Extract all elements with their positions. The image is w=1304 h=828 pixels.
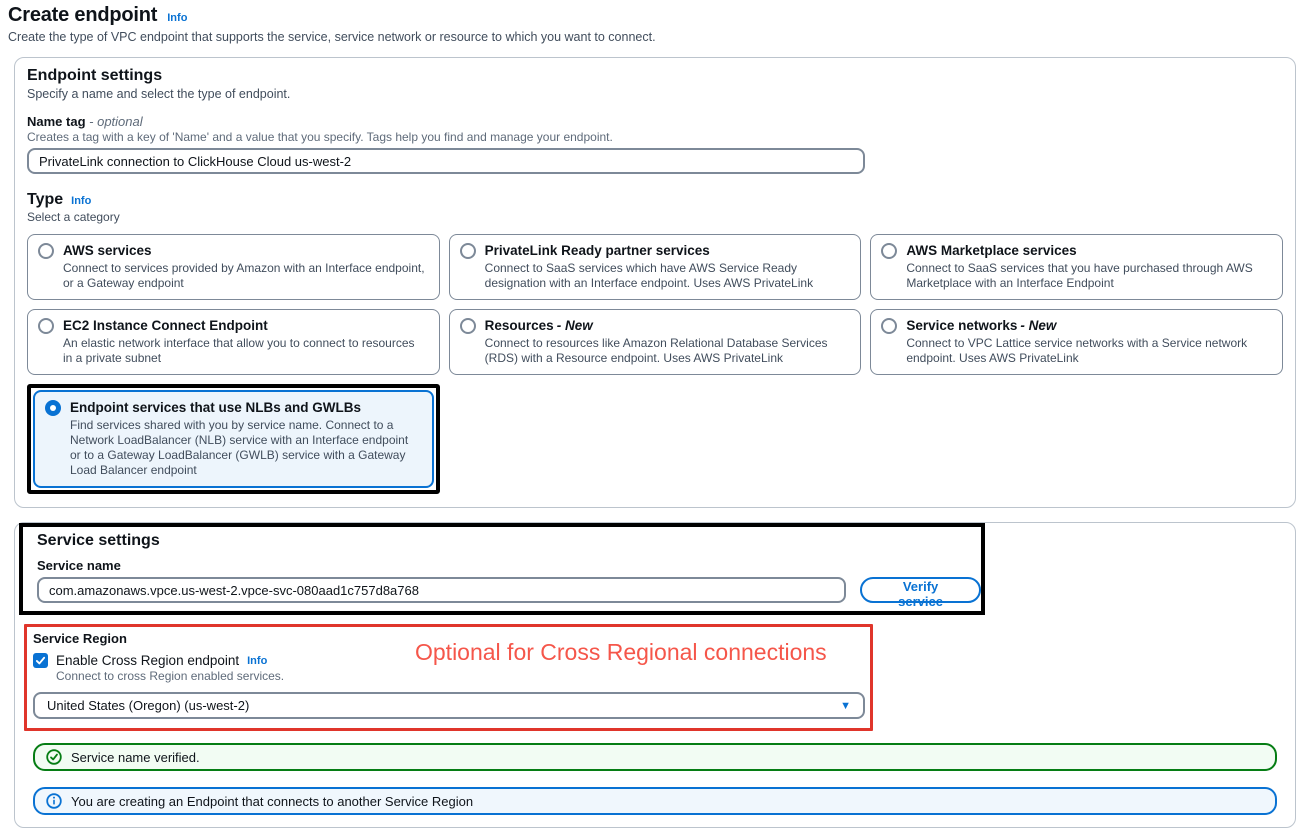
type-option-service-networks[interactable]: Service networks- New Connect to VPC Lat… <box>870 309 1283 375</box>
radio-button[interactable] <box>459 243 476 259</box>
endpoint-settings-heading: Endpoint settings <box>27 67 163 84</box>
type-heading: Type <box>27 191 64 208</box>
radio-button[interactable] <box>459 318 476 334</box>
type-option-description: Connect to SaaS services that you have p… <box>906 261 1253 290</box>
cross-region-info-text: You are creating an Endpoint that connec… <box>71 793 474 809</box>
verify-service-button[interactable]: Verify service <box>860 577 981 609</box>
service-name-input[interactable] <box>37 577 847 603</box>
service-verified-text: Service name verified. <box>71 749 200 765</box>
name-tag-label: Name tag - optional <box>27 114 143 129</box>
type-option-title: PrivateLink Ready partner services <box>484 243 710 258</box>
chevron-down-icon: ▼ <box>840 699 851 712</box>
type-option-grid: AWS services Connect to services provide… <box>27 234 1283 494</box>
endpoint-settings-card: Endpoint settings Specify a name and sel… <box>14 57 1296 508</box>
name-tag-hint: Creates a tag with a key of 'Name' and a… <box>27 130 613 144</box>
type-option-privatelink-partner-services[interactable]: PrivateLink Ready partner services Conne… <box>448 234 862 300</box>
type-option-description: Find services shared with you by service… <box>70 418 409 477</box>
new-badge: - New <box>556 318 593 333</box>
annotation-black-box-selected-type: Endpoint services that use NLBs and GWLB… <box>27 384 440 494</box>
cross-region-info-alert: You are creating an Endpoint that connec… <box>33 787 1277 815</box>
endpoint-settings-description: Specify a name and select the type of en… <box>27 87 291 101</box>
type-option-title: AWS services <box>63 243 152 258</box>
type-option-description: An elastic network interface that allow … <box>63 336 415 365</box>
service-settings-heading: Service settings <box>37 532 160 549</box>
type-option-endpoint-services-nlb-gwlb[interactable]: Endpoint services that use NLBs and GWLB… <box>33 390 434 488</box>
annotation-red-note: Optional for Cross Regional connections <box>415 639 827 665</box>
type-info-link[interactable]: Info <box>71 195 92 207</box>
service-name-label: Service name <box>37 558 121 573</box>
service-verified-alert: Service name verified. <box>33 743 1277 771</box>
service-settings-card: Service settings Service name Verify ser… <box>14 522 1296 828</box>
checkmark-icon <box>35 656 46 665</box>
type-option-title: AWS Marketplace services <box>906 243 1077 258</box>
type-option-description: Connect to VPC Lattice service networks … <box>906 336 1248 365</box>
type-option-description: Connect to SaaS services which have AWS … <box>484 261 814 290</box>
service-region-selected-value: United States (Oregon) (us-west-2) <box>47 698 250 713</box>
type-hint: Select a category <box>27 210 120 224</box>
type-option-title: EC2 Instance Connect Endpoint <box>63 318 268 333</box>
annotation-red-box-service-region: Service Region Enable Cross Region endpo… <box>24 624 873 731</box>
type-option-resources[interactable]: Resources- New Connect to resources like… <box>448 309 862 375</box>
type-option-aws-services[interactable]: AWS services Connect to services provide… <box>27 234 440 300</box>
radio-button[interactable] <box>38 243 54 259</box>
type-option-title: Resources- New <box>484 318 593 333</box>
radio-button[interactable] <box>881 318 898 334</box>
success-check-icon <box>46 749 62 765</box>
annotation-black-box-service-settings: Service settings Service name Verify ser… <box>19 523 985 615</box>
name-tag-optional-suffix: - optional <box>89 114 143 129</box>
service-region-label: Service Region <box>33 631 127 646</box>
info-icon <box>46 793 62 809</box>
page-subtitle: Create the type of VPC endpoint that sup… <box>8 30 656 44</box>
name-tag-input[interactable] <box>27 148 865 174</box>
type-option-title: Service networks- New <box>906 318 1057 333</box>
type-option-description: Connect to services provided by Amazon w… <box>63 261 425 290</box>
radio-button[interactable] <box>881 243 898 259</box>
cross-region-info-link[interactable]: Info <box>247 654 268 667</box>
enable-cross-region-checkbox[interactable] <box>33 653 48 668</box>
page-title-info-link[interactable]: Info <box>167 12 188 24</box>
cross-region-hint: Connect to cross Region enabled services… <box>56 669 285 683</box>
page-header: Create endpoint Info Create the type of … <box>6 4 1304 44</box>
radio-button-selected[interactable] <box>45 400 61 416</box>
enable-cross-region-label: Enable Cross Region endpoint <box>56 653 240 668</box>
type-option-title: Endpoint services that use NLBs and GWLB… <box>70 400 362 415</box>
page-title: Create endpoint <box>8 4 158 26</box>
radio-button[interactable] <box>38 318 54 334</box>
new-badge: - New <box>1020 318 1057 333</box>
type-option-description: Connect to resources like Amazon Relatio… <box>484 336 828 365</box>
type-option-aws-marketplace-services[interactable]: AWS Marketplace services Connect to SaaS… <box>870 234 1283 300</box>
type-option-ec2-instance-connect[interactable]: EC2 Instance Connect Endpoint An elastic… <box>27 309 440 375</box>
service-region-select[interactable]: United States (Oregon) (us-west-2) ▼ <box>33 692 865 719</box>
